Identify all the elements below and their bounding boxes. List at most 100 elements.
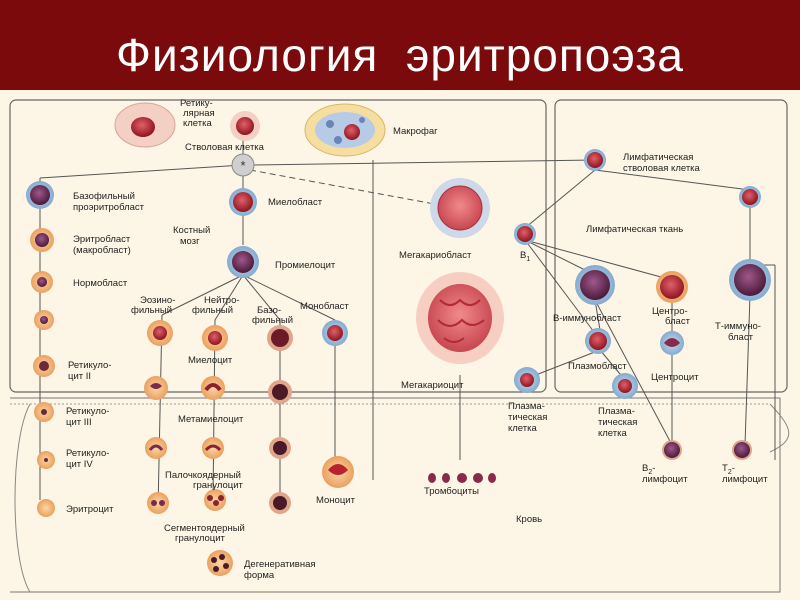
basophil-segmented-cell	[269, 492, 291, 514]
label-megakaryocyte: Мегакариоцит	[401, 380, 464, 391]
label-b1: B1	[520, 250, 530, 263]
basophil-myelocyte-cell	[267, 325, 293, 351]
label-eosinophil-2: фильный	[131, 305, 172, 316]
svg-text:*: *	[240, 158, 245, 173]
t-immunoblast-cell	[729, 259, 771, 301]
label-eosinophil-1: Эозино-	[140, 295, 175, 306]
label-lymph-stem-2: стволовая клетка	[623, 163, 701, 174]
label-reticulocyte4-1: Ретикуло-	[66, 448, 109, 459]
label-b2-lymphocyte-2: лимфоцит	[642, 474, 688, 485]
monoblast-cell	[322, 320, 348, 346]
title-bar: Физиология эритропоэза	[0, 0, 800, 90]
label-macrophage: Макрофаг	[393, 126, 438, 137]
monocyte-cell	[322, 456, 354, 488]
plasmoblast-cell	[585, 328, 611, 354]
label-basophil-proerythroblast-2: проэритробласт	[73, 202, 145, 213]
hematopoiesis-diagram: *	[0, 90, 800, 600]
label-erythroblast-2: (макробласт)	[73, 245, 131, 256]
neutrophil-metamyelocyte-cell	[201, 376, 225, 400]
erythrocyte-cell	[37, 499, 55, 517]
label-plasma2-3: клетка	[598, 428, 627, 439]
label-plasma1-3: клетка	[508, 423, 537, 434]
label-blood: Кровь	[516, 514, 542, 525]
b1-cell	[514, 223, 536, 245]
megakaryocyte-cell	[416, 272, 504, 364]
neutrophil-band-cell	[202, 437, 224, 459]
degenerative-form-cell	[207, 550, 233, 576]
label-t2-lymphocyte-1: T2-	[722, 463, 735, 476]
thrombocytes-group	[428, 473, 496, 483]
label-degenerative-2: форма	[244, 570, 275, 581]
lymph-right-stem-cell	[739, 186, 761, 208]
label-promyelocyte: Промиелоцит	[275, 260, 336, 271]
eosinophil-segmented-cell	[147, 492, 169, 514]
label-reticulocyte3-2: цит III	[66, 417, 92, 428]
basophil-proerythroblast-cell	[26, 181, 54, 209]
label-myelocyte: Миелоцит	[188, 355, 233, 366]
label-band-1: Палочкоядерный	[165, 470, 241, 481]
label-centroblast-1: Центро-	[652, 306, 688, 317]
megakaryoblast-cell	[430, 178, 490, 238]
b2-lymphocyte-cell	[662, 440, 682, 460]
neutrophil-myelocyte-cell	[202, 325, 228, 351]
reticular-cell-image	[114, 102, 176, 148]
label-b-immunoblast: В-иммунобласт	[553, 313, 622, 324]
label-myeloblast: Миелобласт	[268, 197, 323, 208]
label-basophil-2: фильный	[252, 315, 293, 326]
plasma-cell-right	[612, 373, 638, 399]
label-lymph-stem-1: Лимфатическая	[623, 152, 693, 163]
label-bone-marrow-2: мозг	[180, 236, 200, 247]
neutrophil-segmented-cell	[204, 489, 226, 511]
label-megakaryoblast: Мегакариобласт	[399, 250, 472, 261]
label-basophil-proerythroblast-1: Базофильный	[73, 191, 135, 202]
promyelocyte-cell	[227, 246, 259, 278]
label-plasma1-2: тическая	[508, 412, 547, 423]
eosinophil-metamyelocyte-cell	[144, 376, 168, 400]
label-t2-lymphocyte-2: лимфоцит	[722, 474, 768, 485]
normoblast-cell	[31, 271, 53, 293]
dashed-megakaryo-line	[249, 169, 441, 206]
label-monoblast: Монобласт	[300, 301, 349, 312]
centrocyte-cell	[660, 331, 684, 355]
label-reticular-2: лярная	[183, 108, 215, 119]
label-bone-marrow-1: Костный	[173, 225, 210, 236]
slide-title: Физиология эритропоэза	[115, 29, 684, 81]
label-t-immunoblast-2: бласт	[728, 332, 754, 343]
reticulocyte-iii-cell	[34, 402, 54, 422]
label-plasma2-2: тическая	[598, 417, 637, 428]
label-erythroblast-1: Эритробласт	[73, 234, 131, 245]
label-segmented-1: Сегментоядерный	[164, 523, 245, 534]
centroblast-cell	[656, 271, 688, 303]
label-centrocyte: Центроцит	[651, 372, 699, 383]
label-plasma1-1: Плазма-	[508, 401, 545, 412]
label-reticulocyte4-2: цит IV	[66, 459, 93, 470]
label-neutrophil-2: фильный	[192, 305, 233, 316]
basophil-band-cell	[269, 437, 291, 459]
erythroid-intermediate-cell	[34, 310, 54, 330]
plasma-cell-left	[514, 367, 540, 393]
t2-lymphocyte-cell	[732, 440, 752, 460]
vessel-left-curve	[14, 403, 31, 593]
eosinophil-band-cell	[145, 437, 167, 459]
label-t-immunoblast-1: Т-иммуно-	[715, 321, 761, 332]
reticular-small-cell	[230, 111, 260, 141]
label-reticulocyte2-2: цит II	[68, 371, 91, 382]
eosinophil-myelocyte-cell	[147, 320, 173, 346]
label-monocyte: Моноцит	[316, 495, 356, 506]
erythroblast-cell	[30, 228, 54, 252]
label-centroblast-2: бласт	[665, 316, 691, 327]
stem-cell: *	[231, 153, 255, 177]
label-plasma2-1: Плазма-	[598, 406, 635, 417]
lymphatic-tissue-frame	[554, 99, 788, 393]
label-reticular-1: Ретику-	[180, 98, 213, 109]
label-reticulocyte2-1: Ретикуло-	[68, 360, 111, 371]
label-plasmoblast: Плазмобласт	[568, 361, 627, 372]
myeloblast-cell	[229, 188, 257, 216]
vessel-right-curve	[769, 403, 790, 453]
label-stem-cell: Стволовая клетка	[185, 142, 265, 153]
b-immunoblast-cell	[575, 265, 615, 305]
label-band-2: гранулоцит	[193, 480, 244, 491]
label-segmented-2: гранулоцит	[175, 533, 226, 544]
basophil-metamyelocyte-cell	[268, 380, 292, 404]
